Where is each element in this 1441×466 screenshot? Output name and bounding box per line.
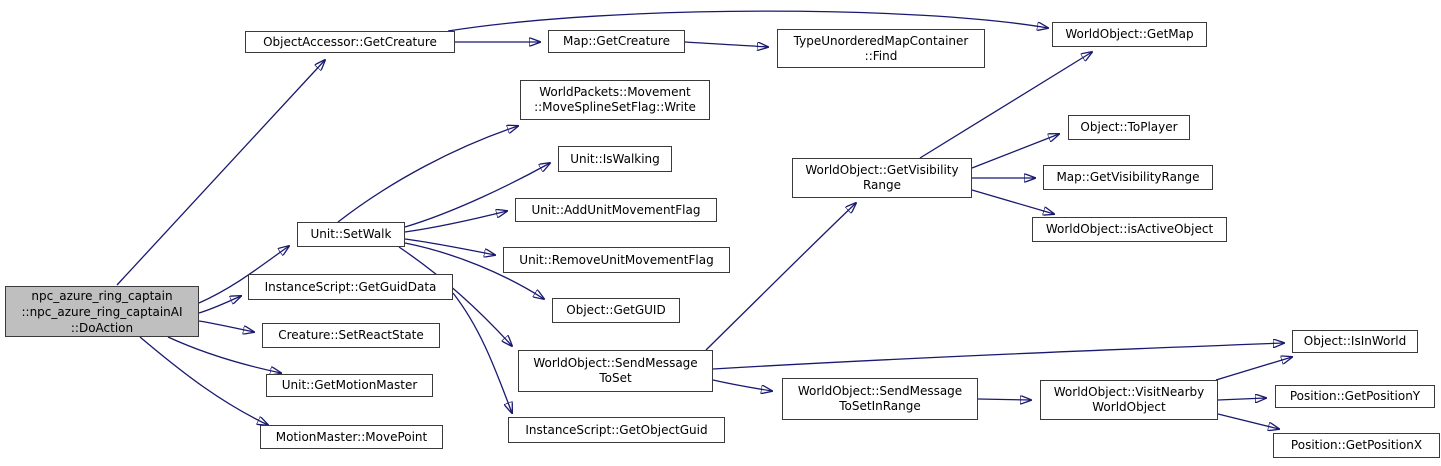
node-motionmaster-movepoint[interactable]: MotionMaster::MovePoint bbox=[260, 425, 443, 449]
edge-root-to-unit-getmotionmaster bbox=[167, 336, 281, 373]
edge-worldobject-sendmessagetoset-to-worldobject-sendmessagetosetinrange bbox=[712, 379, 772, 391]
edge-worldobject-sendmessagetoset-to-worldobject-getvisibilityrange bbox=[705, 203, 856, 351]
node-position-getpositiony[interactable]: Position::GetPositionY bbox=[1275, 385, 1435, 408]
node-label: InstanceScript::GetGuidData bbox=[264, 279, 437, 294]
edge-worldobject-visitnearbyworldobject-to-object-isinworld bbox=[1215, 357, 1292, 381]
node-worldobject-visitnearbyworldobject[interactable]: WorldObject::VisitNearby WorldObject bbox=[1040, 380, 1218, 420]
node-object-getguid[interactable]: Object::GetGUID bbox=[552, 298, 680, 323]
node-instancescript-getguiddata[interactable]: InstanceScript::GetGuidData bbox=[248, 274, 453, 300]
node-label: WorldObject::isActiveObject bbox=[1045, 222, 1214, 236]
node-label: WorldObject::VisitNearby WorldObject bbox=[1053, 385, 1205, 414]
edge-worldobject-sendmessagetoset-to-object-isinworld bbox=[712, 343, 1284, 370]
edge-unit-setwalk-to-object-getguid bbox=[404, 242, 544, 299]
node-typeunorderedmapcontainer-find[interactable]: TypeUnorderedMapContainer ::Find bbox=[777, 29, 985, 68]
node-label: Object::IsInWorld bbox=[1303, 334, 1407, 348]
node-unit-getmotionmaster[interactable]: Unit::GetMotionMaster bbox=[266, 374, 433, 397]
node-label: InstanceScript::GetObjectGuid bbox=[525, 422, 708, 437]
node-label: Unit::SetWalk bbox=[310, 227, 392, 241]
node-label: Object::ToPlayer bbox=[1080, 120, 1178, 134]
node-label: Position::GetPositionY bbox=[1289, 389, 1421, 403]
edge-worldobject-visitnearbyworldobject-to-position-getpositiony bbox=[1217, 398, 1266, 400]
edge-root-to-objectaccessor-getcreature bbox=[116, 60, 325, 286]
node-label: ObjectAccessor::GetCreature bbox=[263, 34, 437, 49]
node-label: TypeUnorderedMapContainer ::Find bbox=[793, 33, 969, 63]
node-map-getcreature[interactable]: Map::GetCreature bbox=[548, 30, 685, 53]
edge-unit-setwalk-to-worldobject-sendmessagetoset bbox=[398, 246, 512, 346]
node-label: Object::GetGUID bbox=[566, 303, 666, 317]
node-map-getvisibilityrange[interactable]: Map::GetVisibilityRange bbox=[1043, 165, 1213, 190]
node-label: WorldPackets::Movement ::MoveSplineSetFl… bbox=[534, 85, 696, 114]
node-unit-removeunitmovementflag[interactable]: Unit::RemoveUnitMovementFlag bbox=[503, 247, 730, 273]
node-label: Map::GetCreature bbox=[563, 34, 670, 48]
node-label: WorldObject::SendMessage ToSet bbox=[533, 356, 698, 385]
edge-map-getcreature-to-typeunorderedmapcontainer-find bbox=[684, 41, 768, 47]
node-npc-azure-ring-captain-doaction: npc_azure_ring_captain ::npc_azure_ring_… bbox=[5, 286, 199, 337]
node-unit-addunitmovementflag[interactable]: Unit::AddUnitMovementFlag bbox=[515, 198, 717, 222]
node-label: WorldObject::SendMessage ToSetInRange bbox=[797, 384, 963, 413]
edge-worldobject-getvisibilityrange-to-worldobject-getmap bbox=[919, 52, 1092, 159]
node-label: WorldObject::GetVisibility Range bbox=[805, 163, 959, 192]
edge-worldobject-getvisibilityrange-to-worldobject-isactiveobject bbox=[971, 189, 1054, 214]
node-objectaccessor-getcreature[interactable]: ObjectAccessor::GetCreature bbox=[245, 31, 455, 53]
node-label: Position::GetPositionX bbox=[1290, 438, 1423, 452]
node-worldobject-getvisibilityrange[interactable]: WorldObject::GetVisibility Range bbox=[792, 158, 972, 198]
edge-root-to-instancescript-getguiddata bbox=[198, 296, 241, 314]
node-unit-setwalk[interactable]: Unit::SetWalk bbox=[297, 222, 405, 247]
node-label: Unit::IsWalking bbox=[570, 151, 660, 166]
node-label: Unit::AddUnitMovementFlag bbox=[531, 202, 701, 217]
node-worldobject-isactiveobject[interactable]: WorldObject::isActiveObject bbox=[1032, 217, 1227, 242]
node-instancescript-getobjectguid[interactable]: InstanceScript::GetObjectGuid bbox=[508, 417, 725, 443]
node-object-isinworld[interactable]: Object::IsInWorld bbox=[1292, 330, 1418, 353]
edge-worldobject-visitnearbyworldobject-to-position-getpositionx bbox=[1217, 413, 1279, 429]
node-label: npc_azure_ring_captain ::npc_azure_ring_… bbox=[21, 288, 183, 335]
node-worldobject-sendmessagetosetinrange[interactable]: WorldObject::SendMessage ToSetInRange bbox=[782, 378, 978, 420]
edge-root-to-motionmaster-movepoint bbox=[139, 336, 268, 425]
edge-root-to-unit-setwalk bbox=[198, 246, 289, 304]
node-label: Unit::GetMotionMaster bbox=[281, 378, 418, 392]
node-label: Map::GetVisibilityRange bbox=[1056, 170, 1200, 184]
edge-unit-setwalk-to-unit-iswalking bbox=[404, 163, 550, 228]
node-label: WorldObject::GetMap bbox=[1065, 27, 1194, 41]
node-worldobject-getmap[interactable]: WorldObject::GetMap bbox=[1052, 22, 1207, 47]
node-creature-setreactstate[interactable]: Creature::SetReactState bbox=[262, 323, 440, 348]
edge-instancescript-getguiddata-to-instancescript-getobjectguid bbox=[452, 292, 512, 413]
node-unit-iswalking[interactable]: Unit::IsWalking bbox=[558, 146, 672, 172]
node-label: Creature::SetReactState bbox=[278, 328, 424, 342]
edge-worldobject-sendmessagetosetinrange-to-worldobject-visitnearbyworldobject bbox=[977, 399, 1031, 400]
node-worldpackets-movesplinesetflag-write[interactable]: WorldPackets::Movement ::MoveSplineSetFl… bbox=[520, 80, 710, 120]
edge-unit-setwalk-to-unit-removeunitmovementflag bbox=[404, 238, 495, 255]
node-object-toplayer[interactable]: Object::ToPlayer bbox=[1068, 115, 1190, 140]
node-label: Unit::RemoveUnitMovementFlag bbox=[519, 252, 714, 267]
edge-worldobject-getvisibilityrange-to-object-toplayer bbox=[971, 134, 1059, 169]
edge-objectaccessor-getcreature-to-worldobject-getmap bbox=[447, 10, 1048, 32]
edge-root-to-creature-setreactstate bbox=[198, 320, 254, 332]
node-position-getpositionx[interactable]: Position::GetPositionX bbox=[1273, 433, 1440, 458]
edge-unit-setwalk-to-unit-addunitmovementflag bbox=[404, 211, 507, 233]
node-worldobject-sendmessagetoset[interactable]: WorldObject::SendMessage ToSet bbox=[518, 350, 713, 392]
node-label: MotionMaster::MovePoint bbox=[275, 429, 428, 444]
edge-unit-setwalk-to-worldpackets-write bbox=[337, 126, 518, 223]
